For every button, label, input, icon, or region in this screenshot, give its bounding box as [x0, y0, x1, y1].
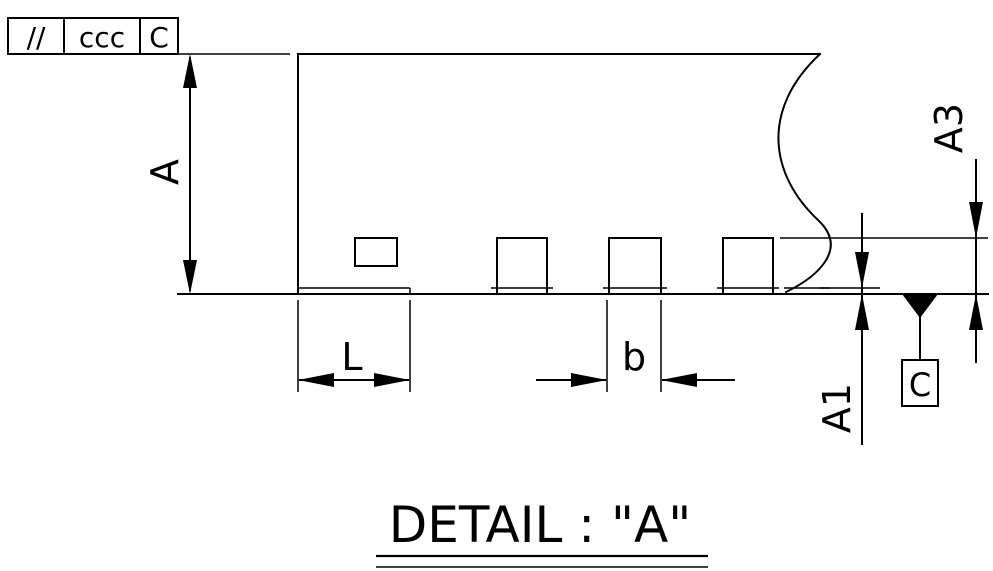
lead-1 [354, 237, 398, 267]
lead-width-label: b [622, 335, 646, 379]
lead-length-dimension: L [297, 300, 411, 392]
parallelism-symbol: // [27, 21, 46, 54]
feature-control-frame: // ccc C [7, 17, 179, 55]
lead-width-dimension: b [536, 300, 735, 392]
standoff-label: A1 [815, 383, 859, 433]
lead-length-label: L [341, 335, 362, 379]
tolerance-value: ccc [79, 21, 125, 54]
leads [298, 237, 830, 295]
detail-title-text: DETAIL : "A" [389, 496, 691, 554]
lead-3 [608, 237, 662, 295]
package-body-outline [297, 52, 832, 295]
standoff-dimension: A1 [815, 213, 880, 445]
lead-2 [496, 237, 548, 295]
datum-c-label: C [909, 366, 931, 404]
lead-thickness-dimension: A3 [927, 103, 983, 363]
lead-thickness-label: A3 [927, 103, 971, 153]
detail-title: DETAIL : "A" [376, 496, 708, 568]
height-label: A [143, 159, 187, 185]
datum-reference: C [149, 21, 169, 54]
datum-c-marker: C [901, 294, 939, 407]
height-dimension: A [143, 54, 197, 294]
lead-4 [722, 237, 774, 295]
